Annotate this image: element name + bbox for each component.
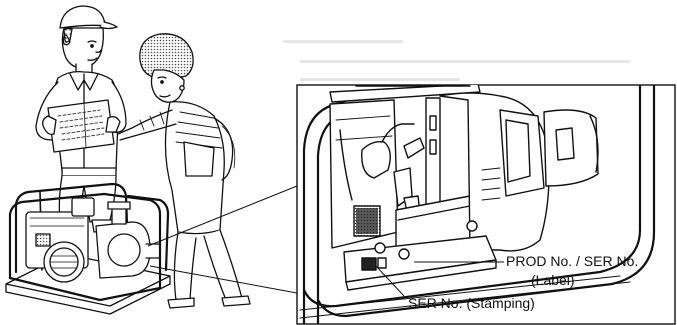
pump-base — [6, 276, 170, 314]
manual-paper — [48, 100, 114, 152]
label-note: (Label) — [531, 272, 575, 289]
serial-stamping-area — [362, 258, 376, 270]
prod-ser-no-label: PROD No. / SER No. — [506, 253, 638, 270]
ser-no-stamping-label: SER No. (Stamping) — [408, 295, 535, 312]
engine-water-pump — [6, 184, 170, 314]
cap — [60, 6, 106, 28]
